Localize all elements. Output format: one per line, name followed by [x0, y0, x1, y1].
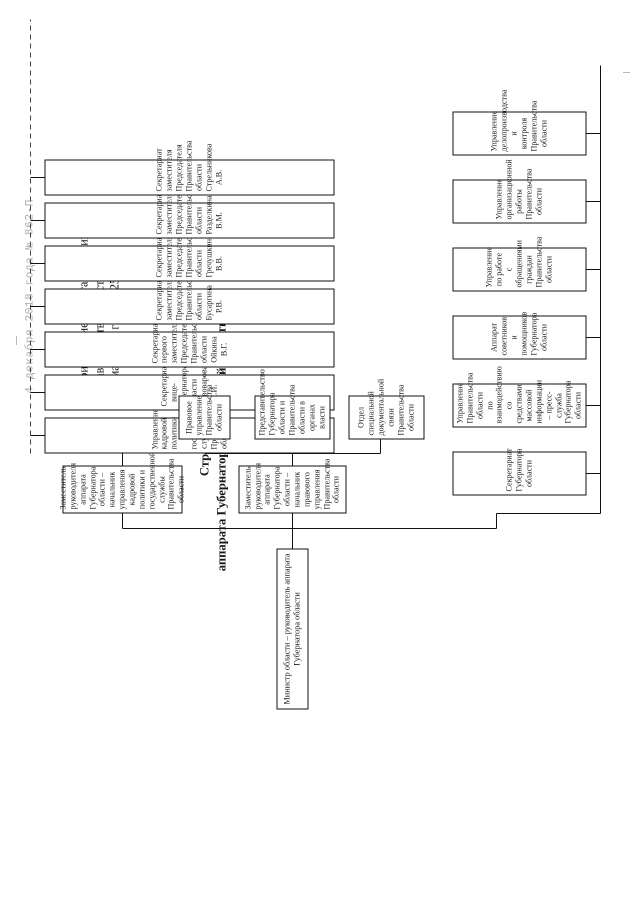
org-node-unit-sec-deputy-chair-strelnikov[interactable]: Секретариат заместителя Председателя Пра… [44, 140, 334, 195]
page-edge-mark-left [16, 336, 17, 345]
org-node-unit-legal-dept[interactable]: Правовое управление Правительства област… [178, 384, 230, 439]
org-node-unit-organizational[interactable]: Управление организационной работы Правит… [452, 159, 586, 223]
org-node-branch-deputy-hr[interactable]: Заместитель руководителя аппарата Губерн… [58, 451, 185, 513]
org-node-unit-sec-deputy-chair-grechushkina[interactable]: Секретариат заместителя Председателя Пра… [44, 226, 334, 281]
org-node-unit-sec-deputy-chair-busargin[interactable]: Секретариат заместителя Председателя Пра… [44, 269, 334, 324]
org-node-unit-press-service[interactable]: Управление Правительства области по взаи… [452, 366, 586, 427]
page-edge-mark-right [623, 72, 630, 73]
org-node-unit-citizens-appeals[interactable]: Управление по работе с обращениями гражд… [452, 236, 586, 291]
org-node-unit-representation[interactable]: Представительство Губернатора области и … [254, 369, 330, 439]
org-node-unit-special-docs[interactable]: Отдел специальной документальной связи П… [348, 378, 424, 439]
org-node-unit-sec-first-deputy-chair[interactable]: Секретариат первого заместителя Председа… [44, 312, 334, 367]
org-node-unit-sec-deputy-chair-razdelkin[interactable]: Секретариат заместителя Председателя Пра… [44, 183, 334, 238]
org-node-root[interactable]: Министр области – руководитель аппарата … [276, 548, 308, 709]
org-node-unit-records-control[interactable]: Управление делопроизводства и контроля П… [452, 89, 586, 155]
org-node-unit-governor-secretariat[interactable]: Секретариат Губернатора области [452, 448, 586, 495]
org-node-branch-deputy-legal[interactable]: Заместитель руководителя аппарата Губерн… [238, 458, 346, 513]
org-node-unit-advisors[interactable]: Аппарат советников и помощников Губернат… [452, 311, 586, 359]
